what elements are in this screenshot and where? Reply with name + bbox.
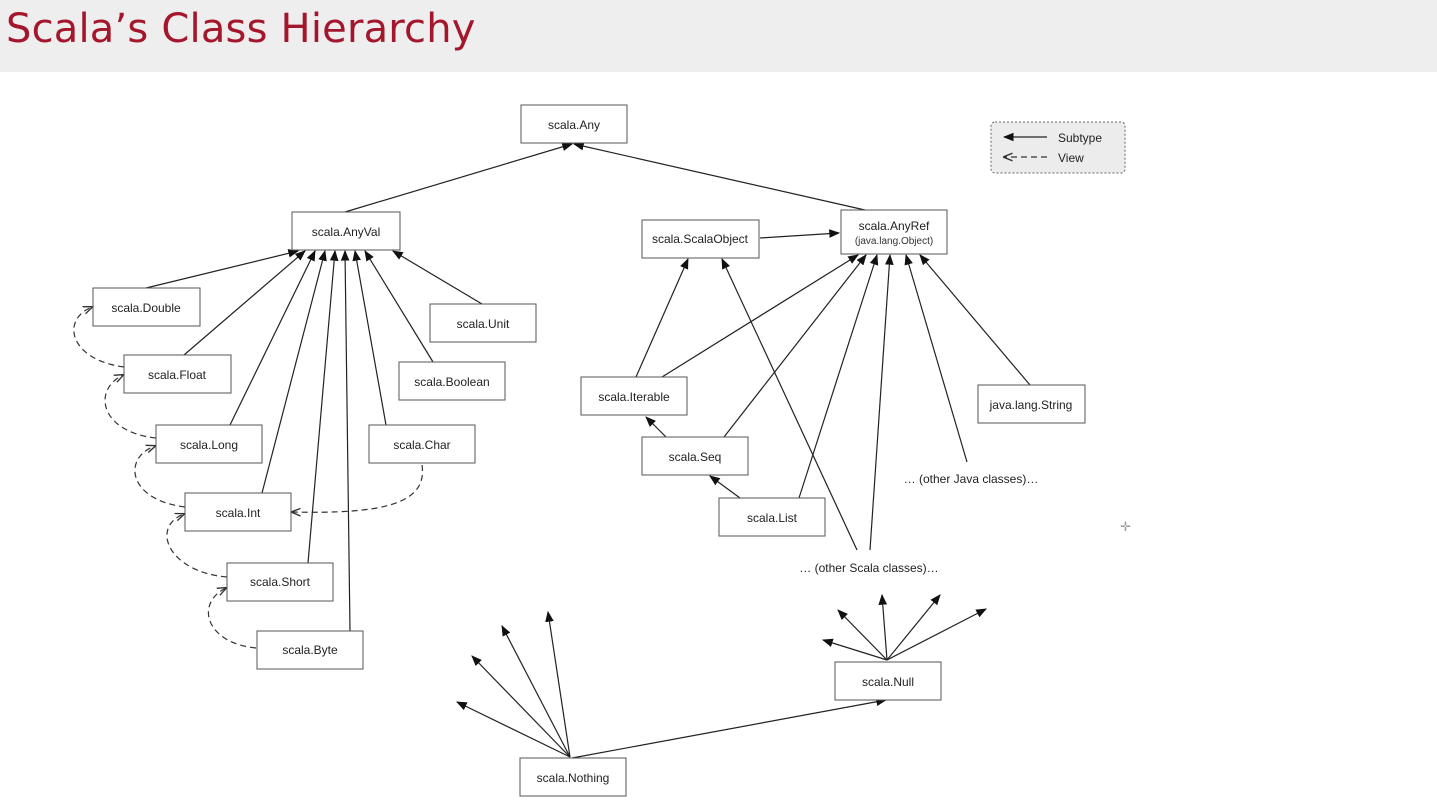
edge-list-seq [709, 475, 741, 499]
node-byte: scala.Byte [256, 630, 364, 670]
view-short-int [166, 514, 228, 578]
edge-float-anyval [183, 250, 306, 356]
node-int-label: scala.Int [216, 506, 261, 520]
edge-byte-anyval [340, 249, 351, 632]
node-anyref-label: scala.AnyRef [859, 219, 930, 233]
edge-long-anyval [229, 250, 316, 426]
edge-nothing-fan-4 [545, 610, 571, 758]
node-other-java-label: … (other Java classes)… [904, 472, 1039, 486]
node-short: scala.Short [226, 562, 334, 602]
legend-subtype-label: Subtype [1058, 131, 1102, 145]
edge-seq-iterable [645, 416, 667, 438]
edge-otherscala-scalaobject [721, 258, 858, 551]
node-list: scala.List [718, 497, 826, 537]
edge-int-anyval [261, 249, 327, 494]
node-string-label: java.lang.String [989, 398, 1073, 412]
edge-string-anyref [919, 254, 1031, 386]
edge-nothing-fan-3 [501, 625, 571, 758]
node-nothing: scala.Nothing [519, 757, 627, 797]
slide-title: Scala’s Class Hierarchy [6, 6, 476, 52]
edge-null-fan-1 [821, 638, 888, 661]
node-short-label: scala.Short [250, 575, 311, 589]
view-long-float [104, 375, 157, 439]
edge-short-anyval [307, 249, 339, 564]
legend-box [990, 121, 1126, 174]
node-null: scala.Null [834, 661, 942, 701]
node-nothing-label: scala.Nothing [537, 771, 610, 785]
node-double-label: scala.Double [111, 301, 181, 315]
edge-anyref-any [572, 141, 866, 211]
node-string: java.lang.String [977, 384, 1086, 424]
edge-scalaobject-anyref [759, 229, 841, 239]
node-list-label: scala.List [747, 511, 798, 525]
node-scalaobject: scala.ScalaObject [641, 219, 760, 259]
edge-seq-anyref [723, 254, 867, 438]
edge-iterable-anyref [661, 254, 859, 378]
node-anyref: scala.AnyRef (java.lang.Object) [840, 209, 948, 255]
edge-null-fan-2 [837, 609, 888, 661]
node-any-label: scala.Any [548, 118, 600, 132]
node-boolean: scala.Boolean [398, 361, 506, 401]
legend-view-label: View [1058, 151, 1084, 165]
node-float: scala.Float [123, 354, 232, 394]
view-char-int [292, 464, 424, 512]
node-float-label: scala.Float [148, 368, 207, 382]
node-byte-label: scala.Byte [282, 643, 338, 657]
node-double: scala.Double [92, 287, 201, 327]
node-seq: scala.Seq [641, 436, 749, 476]
node-unit: scala.Unit [429, 303, 537, 343]
edge-anyval-any [344, 142, 574, 213]
edge-null-fan-4 [886, 594, 941, 661]
node-long-label: scala.Long [180, 438, 238, 452]
edge-nothing-fan-2 [471, 655, 571, 758]
legend: Subtype View [990, 121, 1126, 174]
node-any: scala.Any [520, 104, 628, 144]
edge-otherscala-anyref [869, 253, 894, 551]
node-null-label: scala.Null [862, 675, 914, 689]
node-iterable: scala.Iterable [580, 376, 688, 416]
node-boolean-label: scala.Boolean [414, 375, 489, 389]
node-seq-label: scala.Seq [669, 450, 722, 464]
node-char-label: scala.Char [393, 438, 450, 452]
edge-double-anyval [145, 249, 300, 289]
edge-char-anyval [352, 249, 387, 426]
edge-boolean-anyval [364, 250, 434, 363]
view-edges [73, 307, 424, 649]
crosshair-cursor-icon: ✛ [1120, 519, 1131, 534]
node-int: scala.Int [184, 492, 292, 532]
node-anyval-label: scala.AnyVal [312, 225, 380, 239]
node-unit-label: scala.Unit [457, 317, 510, 331]
node-iterable-label: scala.Iterable [598, 390, 670, 404]
node-anyval: scala.AnyVal [291, 211, 401, 251]
node-anyref-sublabel: (java.lang.Object) [855, 236, 933, 247]
node-long: scala.Long [155, 424, 263, 464]
title-bar [0, 0, 1437, 72]
edge-iterable-scalaobject [635, 258, 689, 378]
view-byte-short [208, 588, 257, 649]
edge-nothing-null [571, 697, 888, 759]
edge-null-fan-5 [886, 608, 987, 661]
node-other-scala-label: … (other Scala classes)… [799, 561, 938, 575]
edge-otherjava-anyref [904, 253, 968, 463]
edge-nothing-fan-1 [456, 701, 571, 758]
view-int-long [134, 446, 186, 508]
node-scalaobject-label: scala.ScalaObject [652, 232, 749, 246]
edge-null-fan-3 [878, 593, 888, 661]
edge-unit-anyval [392, 250, 483, 305]
edge-list-anyref [798, 253, 879, 499]
node-char: scala.Char [368, 424, 476, 464]
subtype-edges [145, 141, 1031, 759]
nodes: scala.Any scala.AnyVal scala.AnyRef (java… [92, 104, 1086, 797]
